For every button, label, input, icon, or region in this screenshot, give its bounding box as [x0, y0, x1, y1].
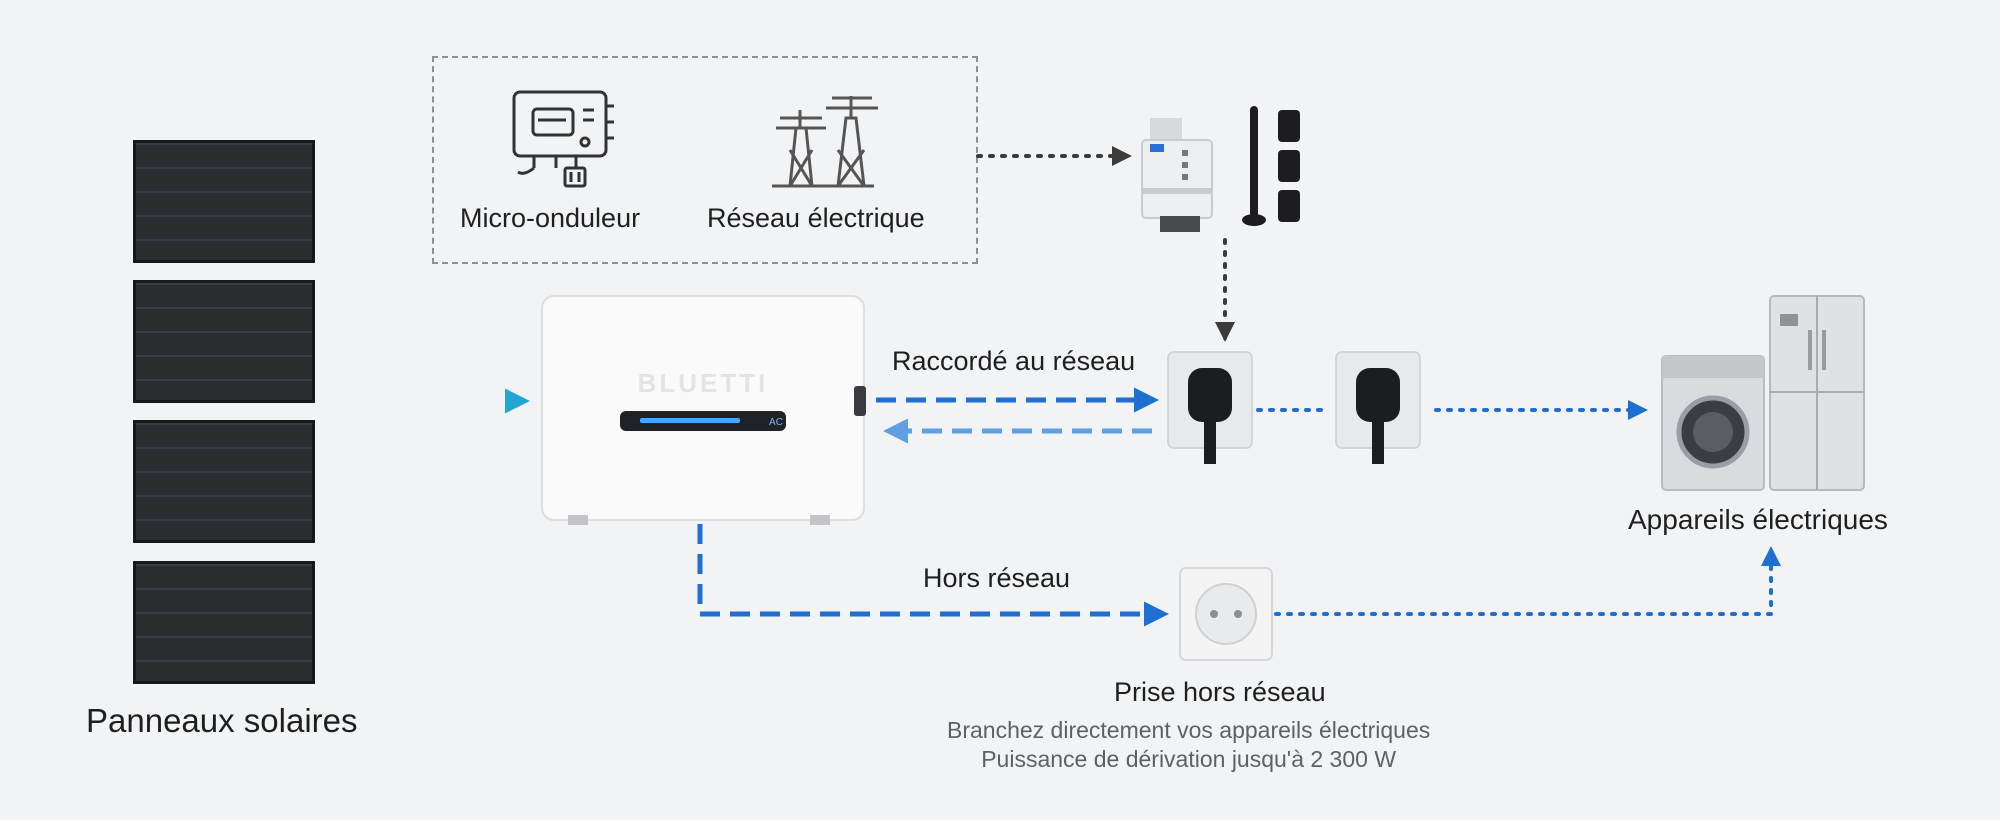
refrigerator-icon — [1769, 295, 1865, 491]
off-grid-socket-label: Prise hors réseau — [1114, 677, 1326, 707]
description-line-1: Branchez directement vos appareils élect… — [947, 717, 1431, 743]
smart-meter-icon — [1141, 106, 1300, 232]
wall-socket-grid-1 — [1167, 351, 1253, 464]
off-grid-arrow — [697, 524, 1169, 627]
solar-panels-label: Panneaux solaires — [86, 702, 358, 739]
grid-source-box — [432, 56, 978, 264]
offgrid-to-appliances-arrow — [1274, 546, 1781, 616]
description-line-2: Puissance de dérivation jusqu'à 2 300 W — [981, 746, 1397, 772]
wall-socket-grid-2 — [1335, 351, 1421, 464]
solar-panel-1 — [133, 140, 315, 263]
grid-connected-label: Raccordé au réseau — [892, 346, 1136, 376]
micro-inverter-label: Micro-onduleur — [460, 203, 641, 233]
off-grid-socket-description: Branchez directement vos appareils élect… — [947, 716, 1430, 774]
power-grid-label: Réseau électrique — [707, 203, 925, 233]
solar-panel-2 — [133, 280, 315, 403]
off-grid-socket — [1179, 567, 1273, 661]
off-grid-label: Hors réseau — [923, 563, 1071, 593]
washing-machine-icon — [1661, 355, 1765, 491]
brand-logo: BLUETTI — [638, 368, 769, 398]
bluetti-inverter-unit — [541, 295, 866, 525]
micro-inverter-icon — [512, 90, 614, 188]
ac-tag: AC — [769, 417, 783, 428]
transmission-tower-icon — [772, 96, 878, 188]
solar-panel-4 — [133, 561, 315, 684]
appliances-label: Appareils électriques — [1628, 504, 1888, 535]
solar-panel-3 — [133, 420, 315, 543]
